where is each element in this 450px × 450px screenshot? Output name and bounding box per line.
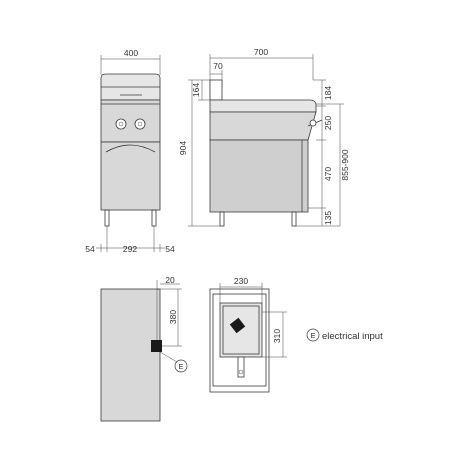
side-top-height-right-label: 184 bbox=[323, 86, 333, 100]
plan-marker-circle bbox=[174, 359, 188, 373]
side-height-range-label: 855-900 bbox=[340, 149, 350, 180]
legend-marker-letter: E bbox=[310, 331, 315, 340]
top-basket-handle bbox=[237, 356, 245, 378]
plan-side-offset-label: 20 bbox=[165, 275, 175, 285]
plan-input-height-label: 380 bbox=[168, 310, 178, 324]
front-knob-right bbox=[134, 118, 146, 130]
side-depth-label: 700 bbox=[254, 47, 268, 57]
side-control-region bbox=[209, 111, 317, 141]
front-foot-left-label: 54 bbox=[85, 244, 95, 254]
front-foot-right-label: 54 bbox=[165, 244, 175, 254]
front-foot-span-label: 292 bbox=[123, 244, 137, 254]
plan-leader-line bbox=[159, 351, 178, 363]
plan-view: 20 380 E bbox=[100, 275, 188, 422]
top-well-depth-label: 310 bbox=[272, 329, 282, 343]
top-view: 230 310 bbox=[209, 276, 287, 393]
front-knob-left bbox=[115, 118, 127, 130]
side-total-height-label: 904 bbox=[178, 141, 188, 155]
top-handle-dot bbox=[238, 369, 244, 375]
plan-marker-letter: E bbox=[178, 362, 183, 371]
front-foot-left bbox=[104, 209, 110, 227]
side-cabinet bbox=[209, 139, 309, 213]
side-backsplash bbox=[209, 79, 223, 101]
side-knob bbox=[309, 119, 317, 127]
side-top-height-left-label: 164 bbox=[191, 83, 201, 97]
side-control-height-label: 250 bbox=[323, 116, 333, 130]
side-cabinet-height-label: 470 bbox=[323, 167, 333, 181]
legend: E electrical input bbox=[306, 328, 383, 342]
front-control-panel bbox=[100, 99, 161, 143]
front-door-arc bbox=[105, 144, 156, 153]
side-foot-front bbox=[291, 211, 297, 227]
front-knob-left-center bbox=[118, 121, 124, 127]
front-foot-right bbox=[151, 209, 157, 227]
side-back-offset-label: 70 bbox=[213, 61, 223, 71]
side-view: 700 70 164 904 184 250 470 bbox=[178, 47, 350, 227]
legend-text: electrical input bbox=[322, 331, 383, 342]
front-knob-right-center bbox=[137, 121, 143, 127]
side-top-section bbox=[209, 99, 317, 113]
top-well bbox=[219, 302, 263, 358]
front-cabinet bbox=[100, 141, 161, 211]
top-inner-frame bbox=[212, 293, 267, 387]
side-foot-height-label: 135 bbox=[323, 211, 333, 225]
top-well-inner bbox=[222, 305, 260, 355]
top-well-width-label: 230 bbox=[234, 276, 248, 286]
front-view: 400 54 292 54 bbox=[85, 48, 175, 254]
top-element-marker bbox=[229, 317, 246, 334]
plan-body bbox=[100, 288, 161, 422]
legend-marker-circle bbox=[306, 328, 320, 342]
plan-input-marker bbox=[151, 340, 162, 352]
side-foot-back bbox=[219, 211, 225, 227]
front-width-label: 400 bbox=[124, 48, 138, 58]
